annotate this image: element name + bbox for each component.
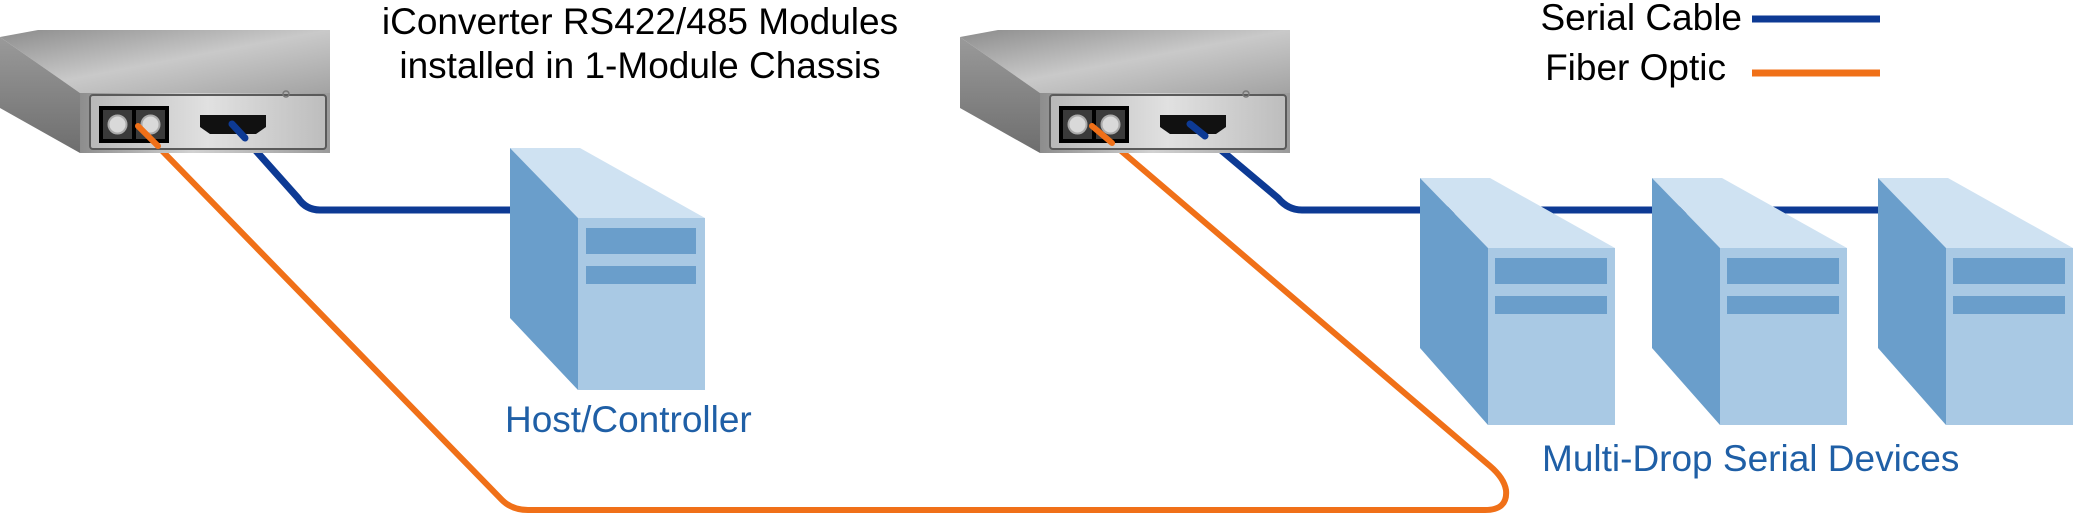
host-controller-tower: [510, 148, 705, 390]
serial-cable-host: [228, 120, 524, 214]
fiber-optic-cable: [135, 123, 1510, 513]
legend-serial-label: Serial Cable: [1540, 0, 1742, 38]
serial-cables: [228, 120, 1884, 214]
converter-chassis-left: [0, 30, 330, 153]
serial-cable-multidrop: [1186, 120, 1884, 214]
multidrop-devices-label: Multi-Drop Serial Devices: [1542, 438, 1959, 479]
serial-device-tower-1: [1420, 178, 1615, 425]
serial-device-tower-3: [1878, 178, 2073, 425]
diagram-title-line1: iConverter RS422/485 Modules: [382, 1, 898, 42]
legend: Serial Cable Fiber Optic: [1540, 0, 1880, 88]
converter-chassis-right: [960, 30, 1290, 153]
host-controller-label: Host/Controller: [505, 399, 752, 440]
cable-ends: [135, 120, 1209, 149]
diagram-title-line2: installed in 1-Module Chassis: [399, 45, 880, 86]
legend-fiber-label: Fiber Optic: [1545, 47, 1726, 88]
serial-device-tower-2: [1652, 178, 1847, 425]
